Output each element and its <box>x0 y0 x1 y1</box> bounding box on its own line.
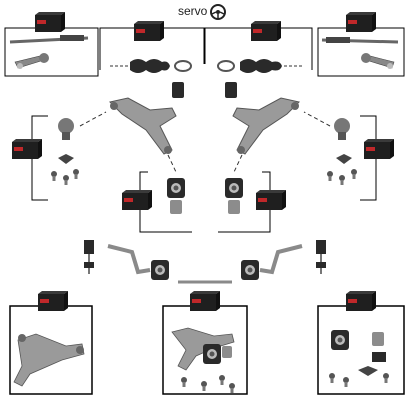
steering-boot-left <box>110 59 192 73</box>
control-arm-complete-left <box>9 291 93 395</box>
control-arm-right <box>225 82 300 155</box>
ball-joint-kit-left <box>12 111 107 201</box>
stabilizer-bar-kit <box>84 240 326 284</box>
tie-rod-kit-left <box>4 12 99 77</box>
control-arm-kit-center <box>162 291 248 395</box>
arm-bushing-kit-right <box>218 154 286 233</box>
servo-label: servo <box>178 4 208 18</box>
steering-boot-right <box>217 59 302 73</box>
ball-joint-kit-right <box>303 111 394 201</box>
arm-bushing-kit-left <box>122 154 192 233</box>
steering-wheel-icon <box>210 4 226 20</box>
bushing-kit-right <box>317 291 405 395</box>
tie-rod-kit-right <box>317 12 405 77</box>
control-arm-left <box>109 82 184 155</box>
